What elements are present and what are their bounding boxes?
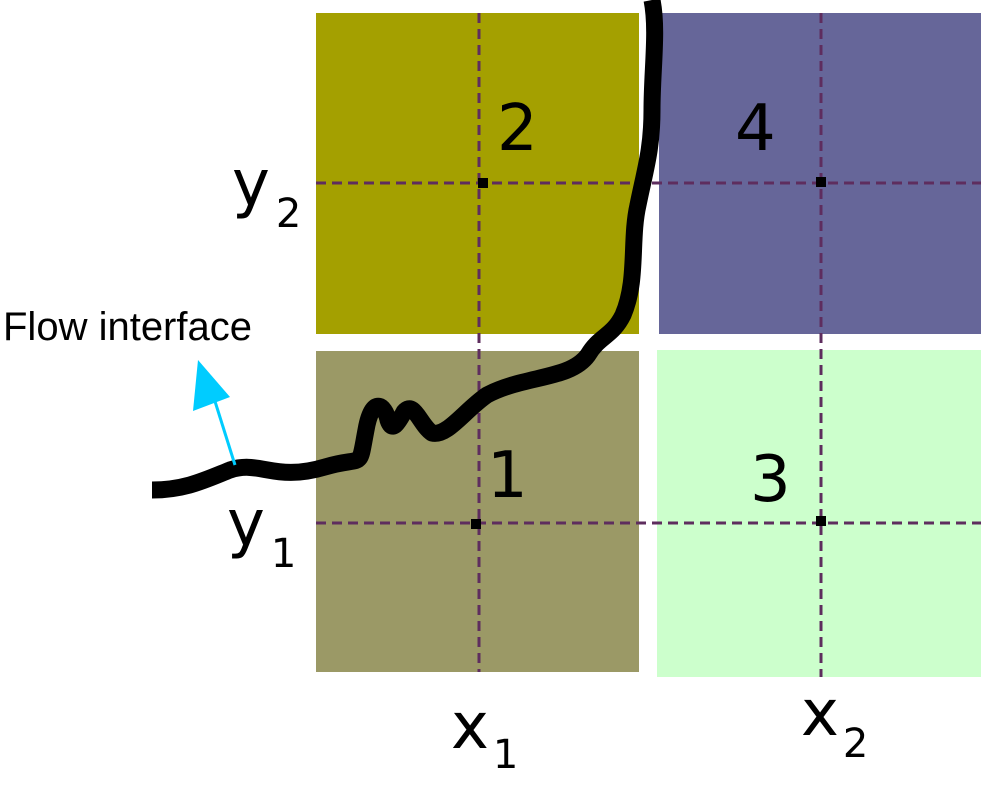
- axis-label-y1-main: y: [227, 487, 265, 561]
- axis-label-x2-main: x: [801, 677, 839, 751]
- node-3: [816, 516, 826, 526]
- cell-2-number: 2: [497, 92, 538, 166]
- axis-label-x2-sub: 2: [843, 721, 868, 767]
- flow-interface-arrow: [193, 360, 237, 466]
- axis-label-x1-main: x: [451, 690, 489, 764]
- node-1: [471, 519, 481, 529]
- cell-3-number: 3: [750, 443, 791, 517]
- grid-lines: [316, 13, 981, 677]
- cell-4-number: 4: [735, 92, 776, 166]
- axis-label-y2-main: y: [232, 147, 270, 221]
- cell-1-number: 1: [487, 439, 528, 513]
- flow-interface-label: Flow interface: [3, 305, 252, 349]
- cell-3-square: [657, 350, 981, 677]
- axis-label-x1-sub: 1: [493, 732, 518, 778]
- axis-label-y1-sub: 1: [271, 531, 296, 577]
- axis-label-y2-sub: 2: [276, 191, 301, 237]
- node-4: [816, 177, 826, 187]
- node-2: [478, 178, 488, 188]
- flow-interface-curve: [151, 0, 664, 499]
